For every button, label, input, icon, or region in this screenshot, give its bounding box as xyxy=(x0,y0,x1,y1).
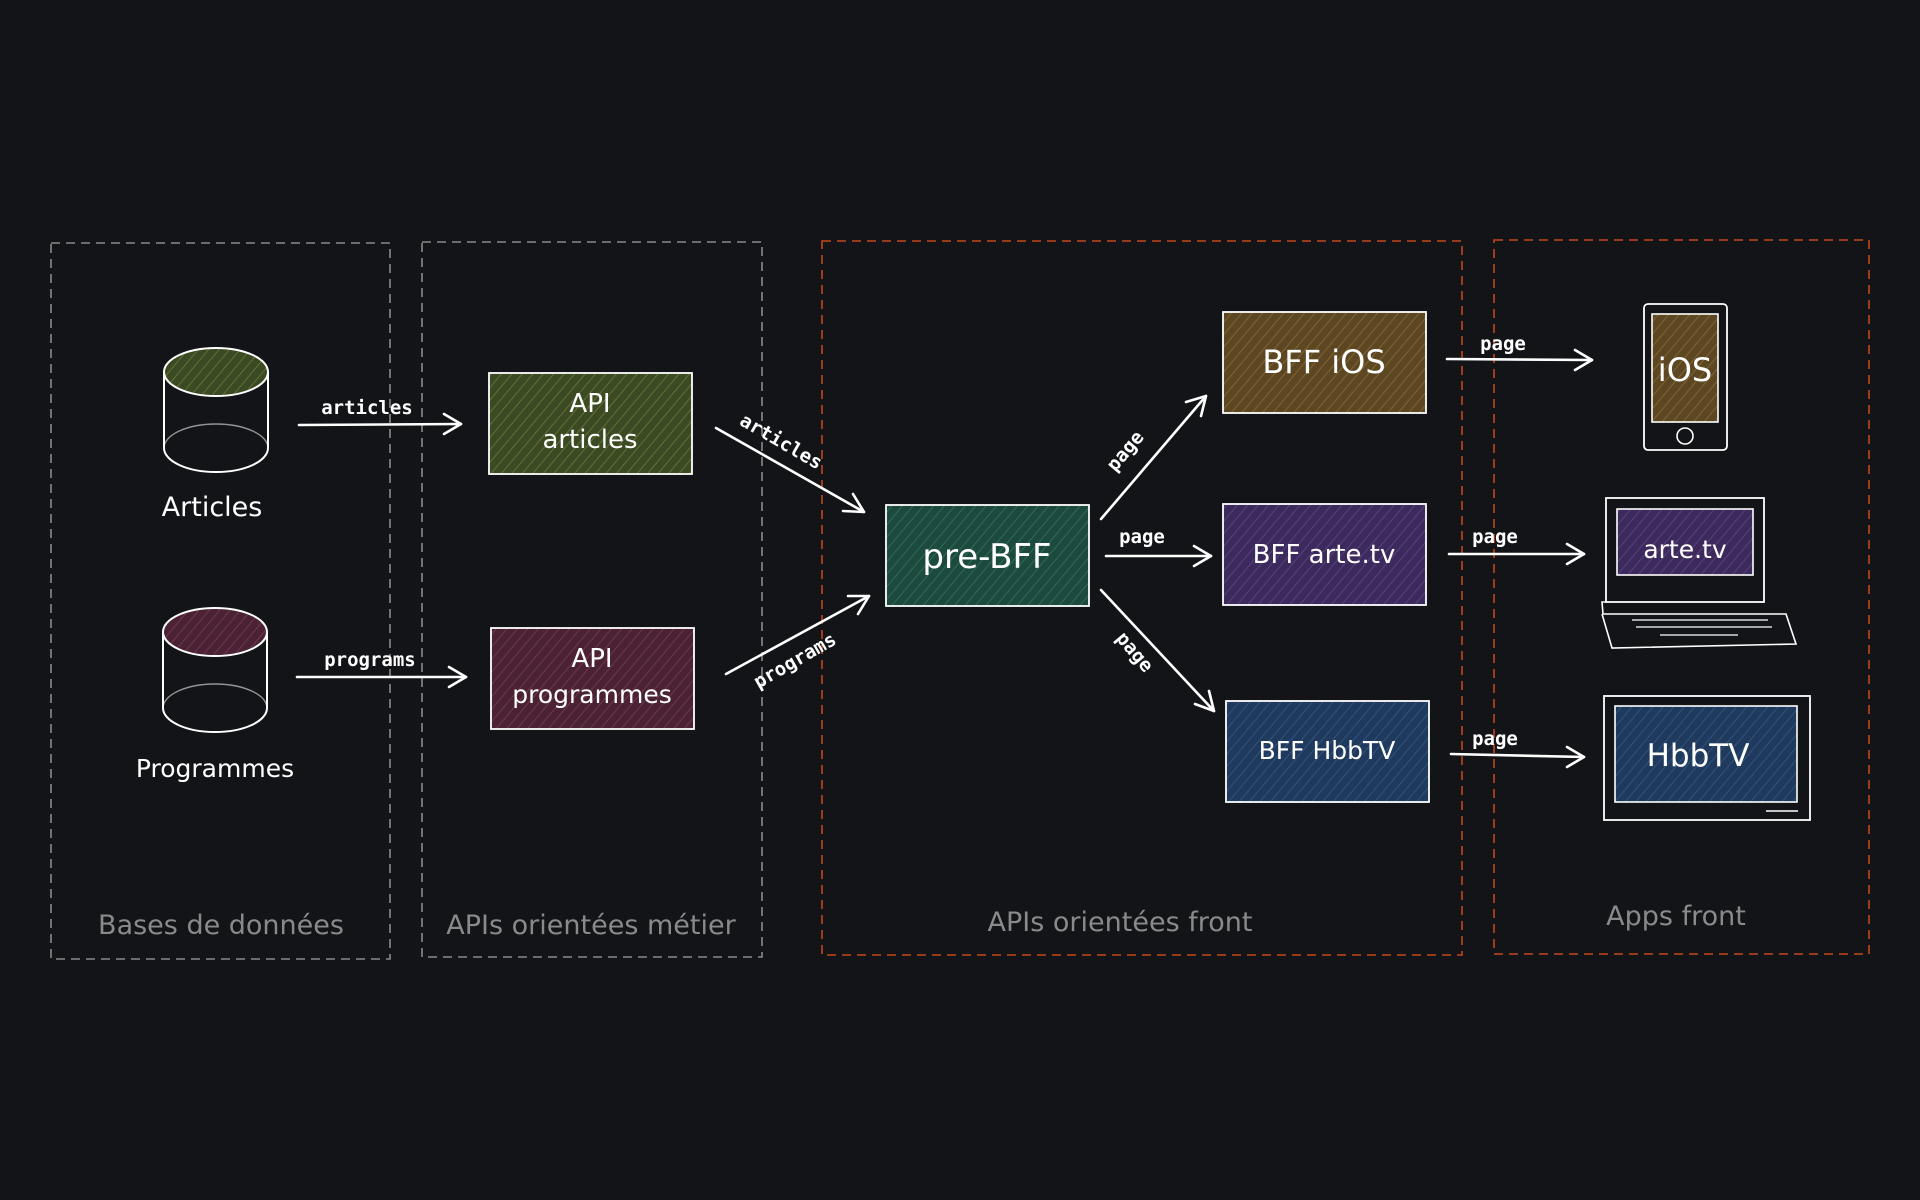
edge-prebff-to-bff-artetv: page xyxy=(1104,526,1213,568)
arrow-head-icon xyxy=(1193,689,1216,713)
arrow-head-icon xyxy=(1565,542,1586,566)
api-articles-line1: API xyxy=(569,389,610,419)
arrow-head-icon xyxy=(1573,348,1594,372)
edge-label: page xyxy=(1480,333,1526,355)
laptop-icon xyxy=(1605,497,1765,603)
database-articles-back-edge xyxy=(163,423,269,449)
bff-hbbtv-node: BFF HbbTV xyxy=(1225,700,1430,803)
app-artetv-label: arte.tv xyxy=(1643,535,1727,564)
bff-hbbtv-label: BFF HbbTV xyxy=(1259,736,1396,765)
group-front-apis-label: APIs orientées front xyxy=(988,907,1253,938)
edge-label: page xyxy=(1102,427,1148,476)
database-programmes-label: Programmes xyxy=(136,754,294,783)
api-programmes-box xyxy=(490,627,695,730)
database-programmes-top xyxy=(162,607,268,657)
edge-label: page xyxy=(1472,728,1518,750)
pre-bff-node: pre-BFF xyxy=(885,504,1090,607)
app-artetv-laptop: arte.tv xyxy=(1601,497,1798,649)
edge-line xyxy=(1449,752,1586,759)
api-articles-node: API articles xyxy=(488,372,693,475)
api-articles-line2: articles xyxy=(542,425,637,455)
laptop-screen xyxy=(1616,508,1754,576)
pre-bff-box xyxy=(885,504,1090,607)
bff-ios-node: BFF iOS xyxy=(1222,311,1427,414)
edge-api-articles-to-prebff: articles xyxy=(714,409,866,514)
group-front-apps-label: Apps front xyxy=(1606,901,1746,932)
edge-label: page xyxy=(1472,526,1518,548)
edge-line xyxy=(724,594,871,676)
database-programmes: Programmes xyxy=(136,607,294,783)
bff-artetv-box xyxy=(1222,503,1427,606)
bff-artetv-node: BFF arte.tv xyxy=(1222,503,1427,606)
arrow-head-icon xyxy=(1565,745,1586,769)
edge-label: programs xyxy=(750,628,840,693)
edge-line xyxy=(1445,357,1594,362)
database-articles-body xyxy=(163,372,269,473)
group-front-apis: APIs orientées front xyxy=(821,240,1463,956)
database-programmes-body xyxy=(162,632,268,733)
bff-artetv-label: BFF arte.tv xyxy=(1253,540,1396,570)
group-databases-border xyxy=(50,242,391,960)
group-databases: Bases de données xyxy=(50,242,391,960)
tv-icon xyxy=(1603,695,1811,821)
api-programmes-node: API programmes xyxy=(490,627,695,730)
app-hbbtv-label: HbbTV xyxy=(1647,738,1750,774)
edge-db-articles-to-api: articles xyxy=(297,397,463,436)
edge-bff-ios-to-app: page xyxy=(1445,333,1594,372)
database-articles-label: Articles xyxy=(162,492,263,523)
pre-bff-label: pre-BFF xyxy=(922,537,1051,577)
app-hbbtv-tv: HbbTV xyxy=(1603,695,1811,821)
bff-hbbtv-box xyxy=(1225,700,1430,803)
edge-prebff-to-bff-ios: page xyxy=(1099,394,1208,521)
group-business-apis-label: APIs orientées métier xyxy=(446,910,736,941)
edge-api-programs-to-prebff: programs xyxy=(724,594,871,693)
edge-line xyxy=(1099,394,1208,521)
group-front-apps: Apps front xyxy=(1493,239,1870,955)
phone-home-button-icon xyxy=(1676,427,1694,445)
database-articles: Articles xyxy=(162,347,269,523)
edge-line xyxy=(714,426,866,514)
laptop-base xyxy=(1601,601,1798,649)
edge-db-programs-to-api: programs xyxy=(295,649,468,689)
group-front-apps-border xyxy=(1493,239,1870,955)
arrow-head-icon xyxy=(1192,544,1213,568)
database-programmes-back-edge xyxy=(162,683,268,709)
edge-bff-hbbtv-to-app: page xyxy=(1449,728,1586,769)
edge-label: articles xyxy=(321,397,413,419)
arrow-head-icon xyxy=(846,594,871,616)
edge-label: page xyxy=(1111,628,1157,677)
group-business-apis-border xyxy=(421,241,763,958)
tv-screen xyxy=(1614,705,1798,803)
arrow-head-icon xyxy=(447,665,468,689)
app-ios-phone: iOS xyxy=(1643,303,1728,451)
edge-prebff-to-bff-hbbtv: page xyxy=(1099,588,1216,713)
edge-line xyxy=(297,422,463,427)
phone-screen xyxy=(1651,313,1719,423)
edge-label: page xyxy=(1119,526,1165,548)
bff-ios-box xyxy=(1222,311,1427,414)
arrow-head-icon xyxy=(442,412,463,436)
edge-bff-artetv-to-app: page xyxy=(1447,526,1586,566)
edge-label: programs xyxy=(324,649,416,671)
arrow-head-icon xyxy=(1184,394,1208,418)
edge-line xyxy=(1099,588,1216,713)
database-articles-top xyxy=(163,347,269,397)
group-databases-label: Bases de données xyxy=(98,910,344,941)
arrow-head-icon xyxy=(841,492,866,514)
bff-ios-label: BFF iOS xyxy=(1262,343,1385,381)
group-front-apis-border xyxy=(821,240,1463,956)
api-programmes-line2: programmes xyxy=(512,680,671,709)
app-ios-label: iOS xyxy=(1658,351,1712,389)
api-articles-box xyxy=(488,372,693,475)
group-business-apis: APIs orientées métier xyxy=(421,241,763,958)
api-programmes-line1: API xyxy=(571,644,612,674)
phone-icon xyxy=(1643,303,1728,451)
